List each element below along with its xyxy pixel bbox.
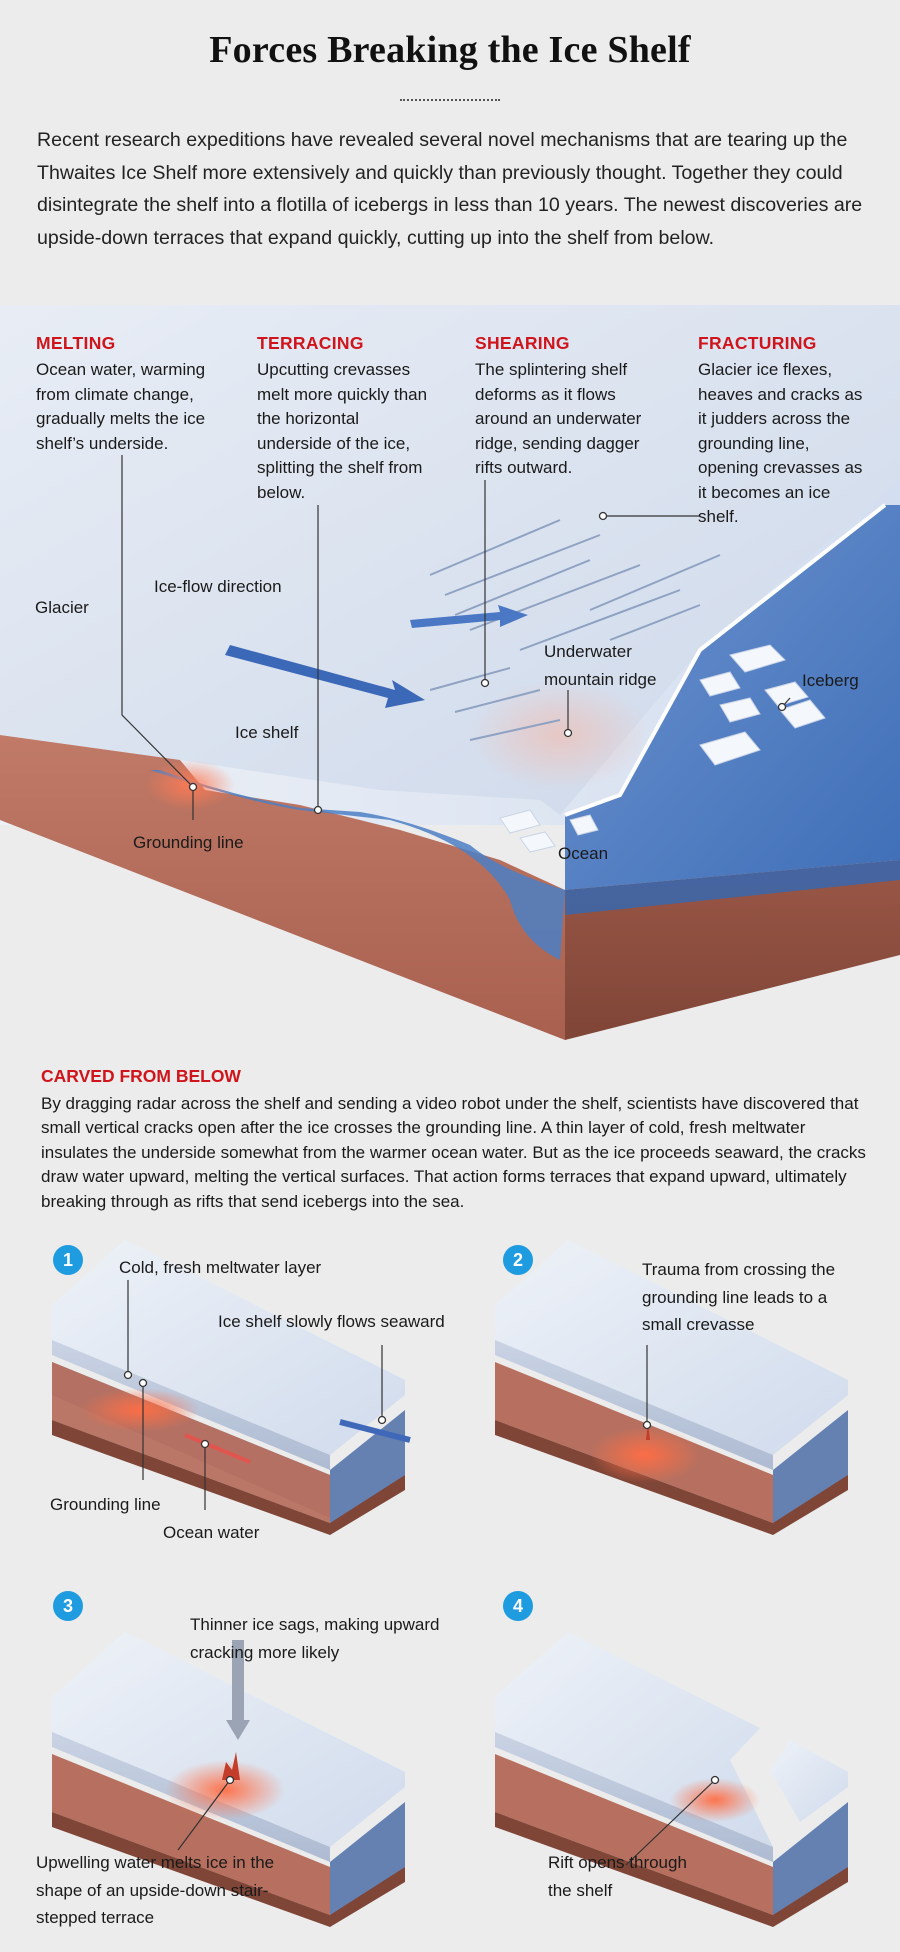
label-small-crevasse: Trauma from crossing the grounding line … bbox=[642, 1260, 836, 1334]
carved-paragraph: By dragging radar across the shelf and s… bbox=[41, 1094, 866, 1211]
mechanism-terracing-head: TERRACING bbox=[257, 333, 364, 353]
label-rift-opens: Rift opens through the shelf bbox=[548, 1853, 687, 1900]
label-underwater-ridge: Underwater mountain ridge bbox=[544, 642, 657, 689]
page-title: Forces Breaking the Ice Shelf bbox=[209, 29, 691, 71]
mechanism-melting-text: Ocean water, warming from climate change… bbox=[36, 360, 206, 453]
mechanism-shearing-head: SHEARING bbox=[475, 333, 570, 353]
bedrock-cross-section bbox=[0, 735, 565, 1040]
mechanism-melting-head: MELTING bbox=[36, 333, 116, 353]
label-upwelling-water: Upwelling water melts ice in the shape o… bbox=[36, 1853, 275, 1927]
step-panels bbox=[52, 1240, 848, 1927]
label-ice-shelf: Ice shelf bbox=[235, 723, 299, 742]
ocean-surface bbox=[565, 505, 900, 890]
intro-paragraph: Recent research expeditions have reveale… bbox=[37, 129, 863, 249]
step-3-badge: 3 bbox=[53, 1591, 83, 1621]
label-iceberg: Iceberg bbox=[802, 671, 859, 690]
step-4-badge: 4 bbox=[503, 1591, 533, 1621]
label-ocean-water: Ocean water bbox=[163, 1523, 260, 1542]
ice-flow-arrow-main bbox=[225, 645, 425, 708]
shelf-front-edge bbox=[564, 503, 887, 817]
leader-dots bbox=[188, 511, 787, 815]
ice-flow-arrow-secondary bbox=[410, 605, 528, 628]
label-ocean: Ocean bbox=[558, 844, 609, 863]
mechanism-terracing-text: Upcutting crevasses melt more quickly th… bbox=[257, 360, 428, 502]
sub-shelf-cavity bbox=[150, 770, 565, 960]
underwater-ridge-mark bbox=[470, 680, 650, 790]
shear-rifts bbox=[429, 519, 721, 741]
panel-2-block bbox=[495, 1240, 848, 1535]
main-ice-shelf-diagram bbox=[0, 305, 900, 1040]
label-meltwater-layer: Cold, fresh meltwater layer bbox=[119, 1258, 322, 1277]
label-glacier: Glacier bbox=[35, 598, 89, 617]
step-2-badge: 2 bbox=[503, 1245, 533, 1275]
panel-3-block bbox=[52, 1632, 405, 1927]
glacier-surface bbox=[0, 305, 900, 815]
label-grounding-line: Grounding line bbox=[133, 833, 244, 852]
carved-heading: CARVED FROM BELOW bbox=[41, 1066, 241, 1086]
icebergs bbox=[499, 644, 826, 853]
ocean-side-face bbox=[565, 860, 900, 915]
label-flows-seaward: Ice shelf slowly flows seaward bbox=[218, 1312, 445, 1331]
mechanism-fracturing-text: Glacier ice flexes, heaves and cracks as… bbox=[698, 360, 863, 526]
step-1-badge: 1 bbox=[53, 1245, 83, 1275]
mechanism-shearing-text: The splintering shelf deforms as it flow… bbox=[475, 360, 642, 477]
title-divider bbox=[400, 99, 500, 101]
label-grounding-line-1: Grounding line bbox=[50, 1495, 161, 1514]
label-ice-flow-direction: Ice-flow direction bbox=[154, 577, 282, 596]
panel-4-block bbox=[495, 1632, 848, 1927]
leader-lines bbox=[121, 455, 791, 820]
panel-1-block bbox=[52, 1240, 411, 1535]
label-thinner-ice: Thinner ice sags, making upward cracking… bbox=[190, 1615, 440, 1662]
mechanism-fracturing-head: FRACTURING bbox=[698, 333, 817, 353]
